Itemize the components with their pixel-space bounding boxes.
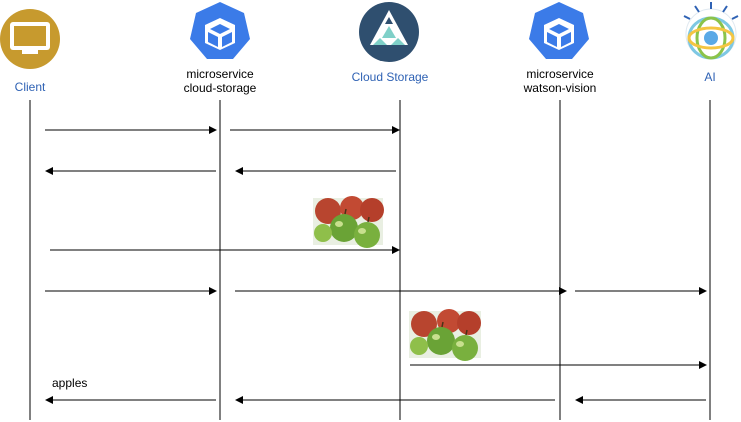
vision-service-label-line1: microservice bbox=[526, 67, 594, 81]
monitor-icon bbox=[0, 9, 60, 69]
ai-label: AI bbox=[704, 70, 716, 84]
apples-photo-icon bbox=[409, 309, 481, 361]
cloud-storage-icon bbox=[359, 2, 419, 62]
watson-icon bbox=[683, 2, 739, 60]
apples-photo-icon bbox=[313, 196, 384, 248]
cloud-storage-service-label-line2: cloud-storage bbox=[183, 81, 257, 95]
cloud-storage-label: Cloud Storage bbox=[351, 70, 429, 84]
vision-service-label-line2: watson-vision bbox=[523, 81, 597, 95]
cloud-storage-service-label-line1: microservice bbox=[186, 67, 254, 81]
kubernetes-pod-icon bbox=[190, 2, 250, 59]
client-label: Client bbox=[14, 80, 46, 94]
result-label: apples bbox=[52, 376, 88, 390]
kubernetes-pod-icon bbox=[529, 2, 589, 59]
cloud-storage-service-label: microservice cloud-storage bbox=[160, 67, 280, 95]
vision-service-label: microservice watson-vision bbox=[500, 67, 620, 95]
